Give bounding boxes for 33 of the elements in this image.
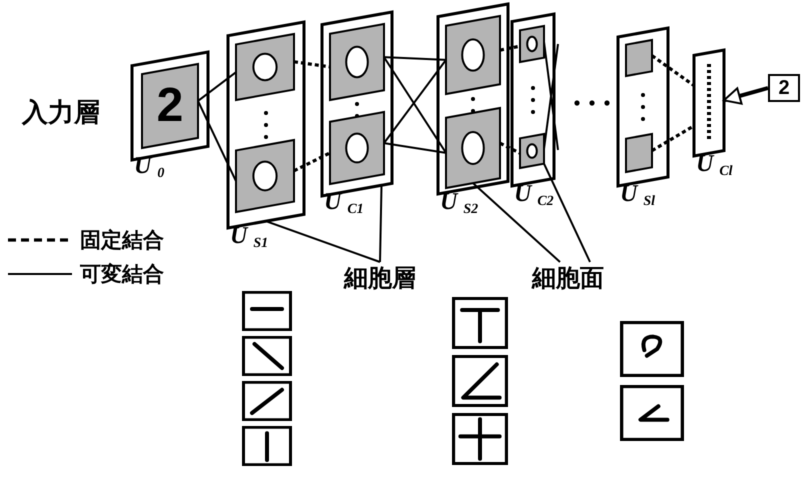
feature-plane	[626, 134, 652, 172]
fixed-connection	[500, 44, 520, 52]
legend-label: 可変結合	[80, 261, 164, 288]
connection-line	[384, 142, 446, 154]
fixed-connection	[499, 142, 521, 155]
connection-line	[543, 163, 591, 262]
connection-line	[197, 100, 237, 182]
legend-label: 固定結合	[80, 227, 164, 254]
connection-line	[472, 182, 561, 263]
feature-plane	[142, 64, 198, 148]
fixed-connection	[294, 60, 330, 68]
output-label-box: 2	[768, 74, 800, 102]
connection-line	[384, 56, 446, 61]
input-digit: 2	[156, 82, 184, 130]
region-label: 細胞面	[518, 262, 618, 294]
fixed-connection	[651, 124, 695, 152]
connection-line	[197, 71, 237, 102]
layer-label: U$_{Cl}$	[696, 150, 733, 181]
arrow	[723, 86, 769, 105]
feature-plane	[626, 40, 652, 76]
feature-plane	[446, 108, 500, 188]
region-label: 細胞層	[330, 262, 430, 294]
connection-line	[266, 220, 380, 263]
connection-line	[379, 185, 382, 262]
layer-label: U$_{C2}$	[514, 180, 554, 211]
layer-caption: 入力層	[22, 97, 100, 130]
fixed-connection	[651, 54, 695, 87]
layer-label: U$_{Sl}$	[620, 180, 656, 211]
feature-plane	[520, 26, 544, 62]
layer-label: U$_{S1}$	[230, 222, 268, 253]
fixed-connection	[293, 151, 331, 172]
layer-label: U$_{S2}$	[440, 188, 478, 219]
feature-plane	[520, 134, 544, 168]
